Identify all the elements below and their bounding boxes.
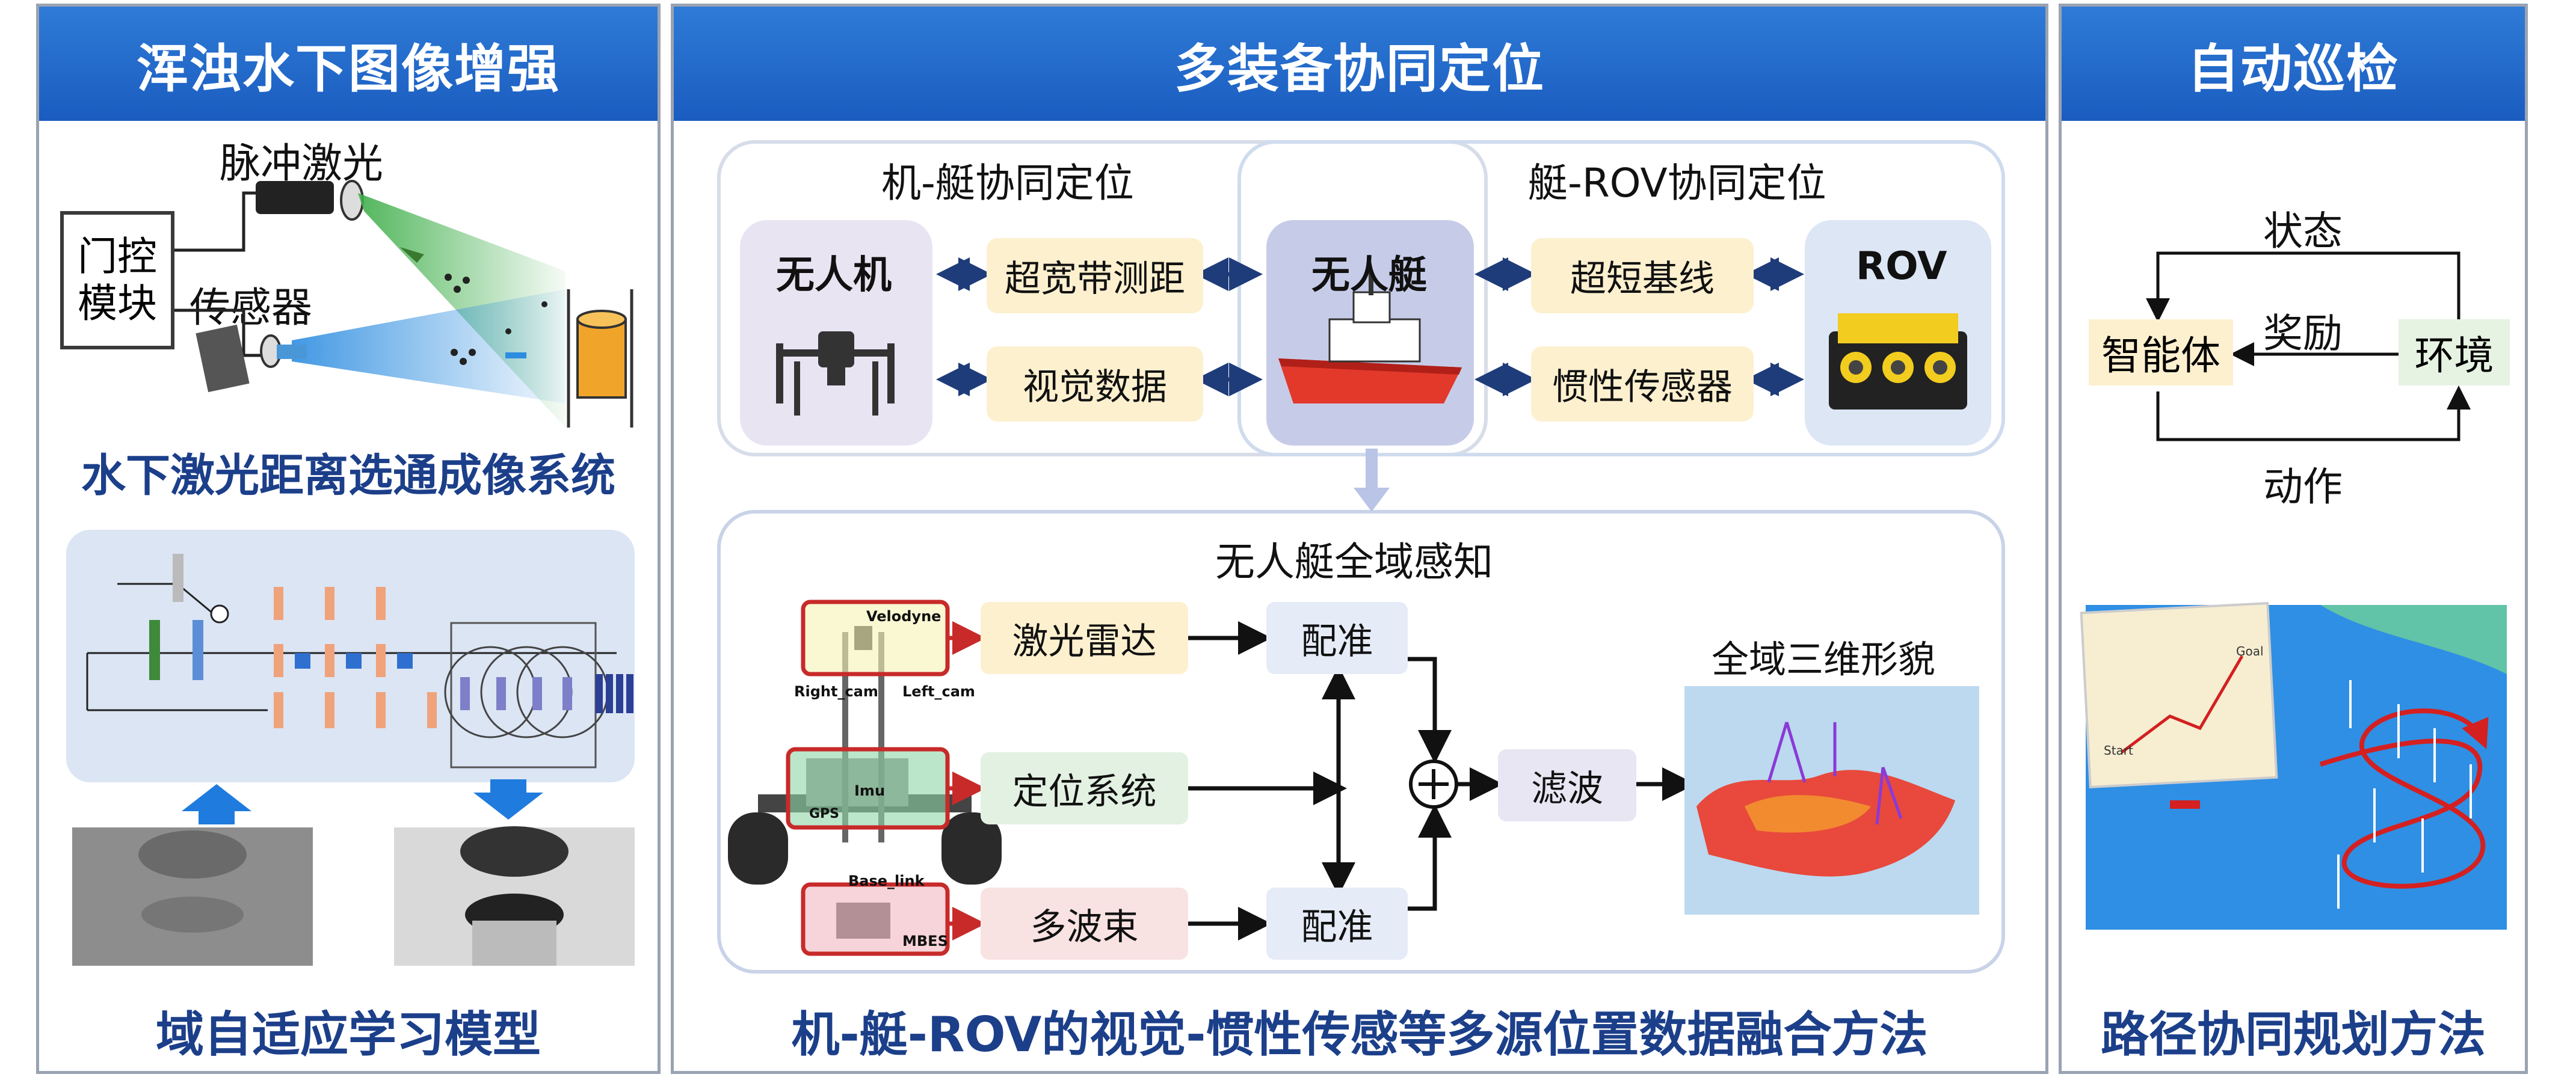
panel-auto-inspection: 自动巡检 bbox=[2059, 4, 2528, 1074]
up-arrow bbox=[182, 784, 251, 824]
boat-rov-group-title: 艇-ROV协同定位 bbox=[1528, 160, 1826, 206]
reward-label: 奖励 bbox=[2263, 310, 2343, 357]
panel-title: 浑浊水下图像增强 bbox=[39, 7, 658, 121]
imu-box: 惯性传感器 bbox=[1531, 346, 1754, 422]
usbl-box: 超短基线 bbox=[1531, 238, 1754, 313]
panel-image-enhancement: 浑浊水下图像增强 门控 模块 脉冲激光 传感器 bbox=[36, 4, 661, 1074]
pulse-laser-label: 脉冲激光 bbox=[220, 140, 384, 188]
fusion-method-caption: 机-艇-ROV的视觉-惯性传感等多源位置数据融合方法 bbox=[791, 1007, 1928, 1063]
mbes-tag: MBES bbox=[902, 933, 948, 950]
drone-boat-group-title: 机-艇协同定位 bbox=[881, 160, 1134, 206]
panel-cooperative-positioning: 多装备协同定位 bbox=[671, 4, 2048, 1074]
boat-label: 无人艇 bbox=[1311, 253, 1427, 298]
uwb-box: 超宽带测距 bbox=[987, 238, 1203, 313]
agent-box bbox=[2089, 319, 2233, 385]
rov-label: ROV bbox=[1856, 244, 1947, 289]
registration-box-2: 配准 bbox=[1266, 888, 1408, 960]
action-label: 动作 bbox=[2263, 464, 2343, 510]
laser-system-drawing bbox=[66, 180, 635, 966]
state-label: 状态 bbox=[2263, 208, 2343, 254]
multibeam-sensor-highlight bbox=[801, 882, 950, 956]
inspection-drawing bbox=[2080, 251, 2510, 930]
sensor-device bbox=[196, 324, 250, 393]
agent-label: 智能体 bbox=[2101, 333, 2220, 379]
gps-tag: GPS bbox=[809, 806, 840, 821]
laser-system-caption: 水下激光距离选通成像系统 bbox=[81, 450, 615, 502]
multibeam-box: 多波束 bbox=[981, 888, 1188, 960]
domain-adaptive-caption: 域自适应学习模型 bbox=[156, 1007, 541, 1063]
registration-box-1: 配准 bbox=[1266, 602, 1408, 674]
gate-module-box: 门控 模块 bbox=[60, 211, 174, 349]
drone-icon bbox=[776, 331, 895, 416]
visual-data-box: 视觉数据 bbox=[987, 346, 1203, 422]
terrain-title: 全域三维形貌 bbox=[1712, 637, 1936, 681]
boat-icon bbox=[1278, 271, 1462, 403]
down-to-perception-arrow bbox=[1354, 449, 1390, 512]
map-inset bbox=[2080, 601, 2278, 789]
imu-tag: Imu bbox=[854, 782, 886, 799]
perception-title: 无人艇全域感知 bbox=[1215, 539, 1493, 585]
rov-icon bbox=[1829, 313, 1967, 410]
map-goal-label: Goal bbox=[2236, 644, 2264, 658]
perception-frame bbox=[717, 510, 2005, 974]
laser-device bbox=[256, 181, 334, 214]
cooperative-positioning-drawing bbox=[717, 140, 2005, 974]
down-arrow bbox=[473, 779, 543, 820]
sensor-label: 传感器 bbox=[190, 284, 313, 332]
base-link-tag: Base_link bbox=[848, 873, 925, 889]
panel-title: 多装备协同定位 bbox=[674, 7, 2045, 121]
positioning-system-box: 定位系统 bbox=[981, 752, 1188, 824]
drone-label: 无人机 bbox=[776, 253, 892, 298]
left-cam-tag: Left_cam bbox=[902, 683, 975, 700]
drone-boat-group-frame bbox=[717, 140, 1488, 456]
right-cam-tag: Right_cam bbox=[794, 683, 878, 700]
blue-return-beam bbox=[292, 289, 565, 403]
panel-title: 自动巡检 bbox=[2062, 7, 2525, 121]
boat-rov-group-frame bbox=[1237, 140, 2005, 456]
map-start-label: Start bbox=[2104, 743, 2133, 758]
path-planning-caption: 路径协同规划方法 bbox=[2101, 1007, 2486, 1063]
gate-sensor-wire bbox=[174, 308, 268, 357]
environment-box bbox=[2399, 319, 2510, 385]
environment-label: 环境 bbox=[2414, 333, 2494, 379]
lidar-box: 激光雷达 bbox=[981, 602, 1188, 674]
velodyne-tag: Velodyne bbox=[866, 608, 941, 625]
filter-box: 滤波 bbox=[1498, 749, 1636, 821]
